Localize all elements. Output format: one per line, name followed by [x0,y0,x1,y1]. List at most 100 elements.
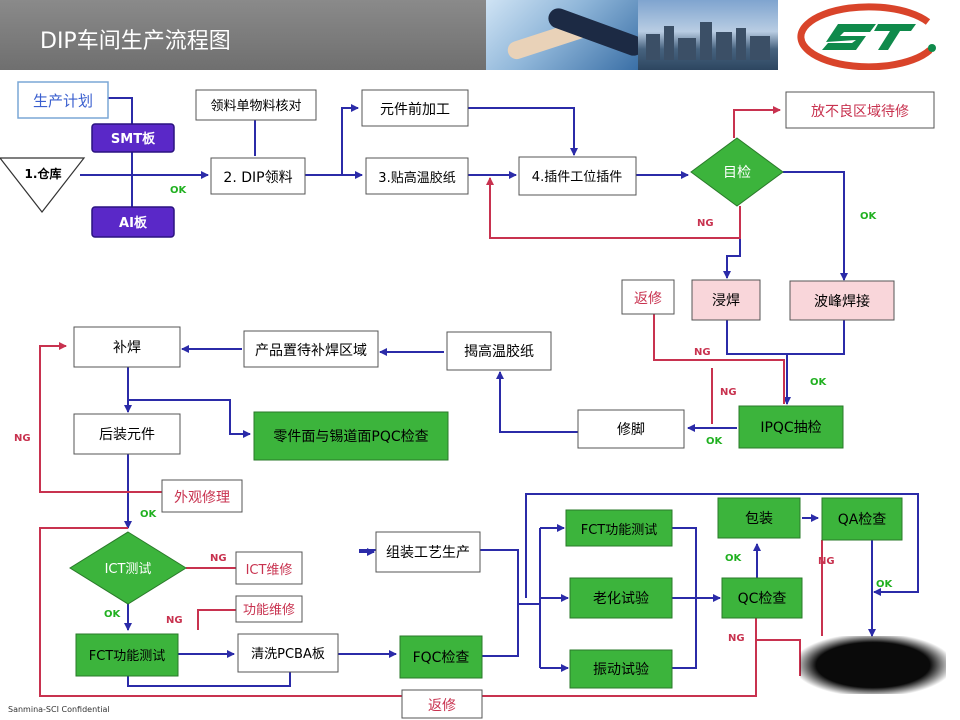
tape-node: 3.贴高温胶纸 [365,157,469,195]
wait-area-node: 产品置待补焊区域 [243,330,379,368]
fct2-label: FCT功能测试 [581,523,658,538]
rework-bottom-node: 返修 [401,689,483,719]
ng-label: NG [166,615,183,626]
assembly-label: 组装工艺生产 [386,545,470,561]
ict-repair-label: ICT维修 [246,563,293,578]
appearance-repair-label: 外观修理 [174,490,230,506]
remove-tape-label: 揭高温胶纸 [464,343,534,360]
ai-label: AI板 [119,215,148,231]
fct1-label: FCT功能测试 [89,649,166,664]
ipqc-node: IPQC抽检 [738,405,844,449]
ng-label: NG [818,556,835,567]
visual-check-label: 目检 [723,165,751,181]
touchup-label: 补焊 [113,340,141,356]
city-skyline-image [638,0,778,70]
fqc-label: FQC检查 [413,650,470,666]
wave-solder-label: 波峰焊接 [814,293,870,310]
pack-label: 包装 [745,511,773,527]
defect-area-node: 放不良区域待修 [785,91,935,129]
wave-solder-node: 波峰焊接 [789,280,895,321]
ok-label: OK [104,609,122,620]
appearance-repair-node: 外观修理 [161,479,243,513]
flow-connectors [80,97,919,687]
touchup-node: 补焊 [73,326,181,368]
plan-node: 生产计划 [17,81,109,119]
rework-top-node: 返修 [621,279,675,315]
wash-label: 清洗PCBA板 [251,647,325,662]
visual-check-decision: 目检 [690,137,784,207]
fct2-node: FCT功能测试 [565,509,673,547]
pqc-node: 零件面与锡道面PQC检查 [253,411,449,461]
rework-top-label: 返修 [634,291,662,307]
ict-decision: ICT测试 [69,531,187,605]
ict-label: ICT测试 [105,562,152,577]
ok-label: OK [170,185,188,196]
ok-label: OK [706,436,724,447]
plan-label: 生产计划 [33,92,93,110]
fqc-node: FQC检查 [399,635,483,679]
ok-label: OK [810,377,828,388]
handshake-image [486,0,638,70]
func-repair-label: 功能维修 [243,603,295,618]
wash-node: 清洗PCBA板 [237,633,339,673]
ok-label: OK [725,553,743,564]
vibration-node: 振动试验 [569,649,673,689]
smt-node: SMT板 [91,123,175,153]
trim-node: 修脚 [577,409,685,449]
pre-process-label: 元件前加工 [380,101,450,118]
check-bom-label: 领料单物料核对 [210,99,301,114]
vibration-label: 振动试验 [593,662,649,678]
ng-label: NG [14,433,31,444]
qc-label: QC检查 [738,591,787,607]
dip-pick-node: 2. DIP领料 [210,157,306,195]
ng-label: NG [720,387,737,398]
dip-solder-node: 浸焊 [691,279,761,321]
shipping-shape [800,636,946,694]
ng-label: NG [697,218,714,229]
smt-label: SMT板 [111,131,156,147]
insert-label: 4.插件工位插件 [532,170,622,185]
ok-label: OK [140,509,158,520]
ipqc-label: IPQC抽检 [760,420,821,436]
dip-pick-label: 2. DIP领料 [223,170,292,186]
page-title: DIP车间生产流程图 [40,29,231,54]
ok-label: OK [860,211,878,222]
pack-node: 包装 [717,497,801,539]
ng-label: NG [210,553,227,564]
header-banner: DIP车间生产流程图 [0,0,960,71]
fct1-node: FCT功能测试 [75,633,179,677]
func-repair-node: 功能维修 [235,595,303,623]
qa-node: QA检查 [821,497,903,541]
qc-node: QC检查 [721,577,803,619]
defect-area-label: 放不良区域待修 [811,104,909,120]
footer-confidential: Sanmina-SCI Confidential [8,705,110,714]
ok-label: OK [876,579,894,590]
post-mount-node: 后装元件 [73,413,181,455]
check-bom-node: 领料单物料核对 [195,89,317,121]
tape-label: 3.贴高温胶纸 [378,170,455,186]
qa-label: QA检查 [838,512,887,528]
ng-label: NG [728,633,745,644]
ict-repair-node: ICT维修 [235,551,303,585]
ng-label: NG [694,347,711,358]
post-mount-label: 后装元件 [99,427,155,443]
aging-label: 老化试验 [593,591,649,607]
title-bar: DIP车间生产流程图 [0,0,486,70]
aging-node: 老化试验 [569,577,673,619]
rework-connectors [39,106,823,706]
company-logo [778,0,960,71]
trim-label: 修脚 [617,422,645,438]
assembly-node: 组装工艺生产 [375,531,481,573]
ai-node: AI板 [91,206,175,238]
dip-solder-label: 浸焊 [712,293,740,309]
remove-tape-node: 揭高温胶纸 [446,331,552,371]
warehouse-label: 1.仓库 [25,166,62,181]
insert-node: 4.插件工位插件 [518,156,637,196]
wait-area-label: 产品置待补焊区域 [255,343,367,359]
pre-process-node: 元件前加工 [361,89,469,127]
warehouse-node: 1.仓库 [0,157,86,213]
rework-bottom-label: 返修 [428,698,456,714]
edge-labels: OK OK NG NG OK NG OK NG OK NG OK NG OK N… [14,185,894,644]
pqc-label: 零件面与锡道面PQC检查 [273,429,428,445]
